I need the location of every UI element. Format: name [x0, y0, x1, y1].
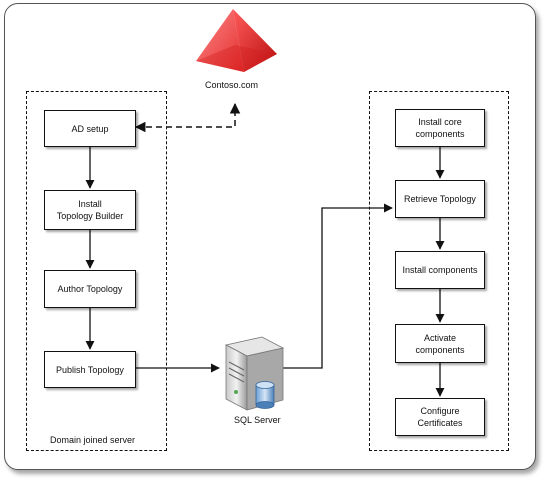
database-icon — [255, 381, 275, 409]
pyramid-icon — [196, 9, 277, 72]
front-end-server-region — [369, 91, 509, 451]
install-topology-builder-label: Install Topology Builder — [56, 199, 124, 221]
configure-certificates-label: Configure Certificates — [417, 406, 463, 428]
install-topology-builder-box: Install Topology Builder — [44, 190, 136, 230]
retrieve-topology-box: Retrieve Topology — [395, 180, 485, 218]
ad-setup-box: AD setup — [44, 110, 136, 147]
install-components-box: Install components — [395, 251, 485, 289]
install-core-components-label: Install core components — [415, 117, 465, 139]
sql-server-label: SQL Server — [234, 415, 281, 425]
contoso-label: Contoso.com — [205, 80, 259, 90]
domain-joined-server-label: Domain joined server — [50, 435, 136, 445]
activate-components-label: Activate components — [415, 332, 465, 355]
configure-certificates-box: Configure Certificates — [395, 398, 485, 436]
arrow-sql-to-retrieve — [283, 203, 393, 369]
publish-topology-label: Publish Topology — [56, 364, 124, 375]
server-icon — [224, 336, 285, 411]
author-topology-box: Author Topology — [44, 270, 136, 308]
author-topology-label: Author Topology — [57, 284, 123, 294]
ad-setup-label: AD setup — [71, 123, 109, 134]
install-core-components-box: Install core components — [395, 109, 485, 147]
publish-topology-box: Publish Topology — [44, 351, 136, 388]
install-components-label: Install components — [402, 265, 478, 275]
activate-components-box: Activate components — [395, 324, 485, 363]
arrow-ad-contoso — [134, 102, 241, 133]
retrieve-topology-label: Retrieve Topology — [404, 194, 476, 204]
domain-joined-server-region — [26, 91, 167, 451]
